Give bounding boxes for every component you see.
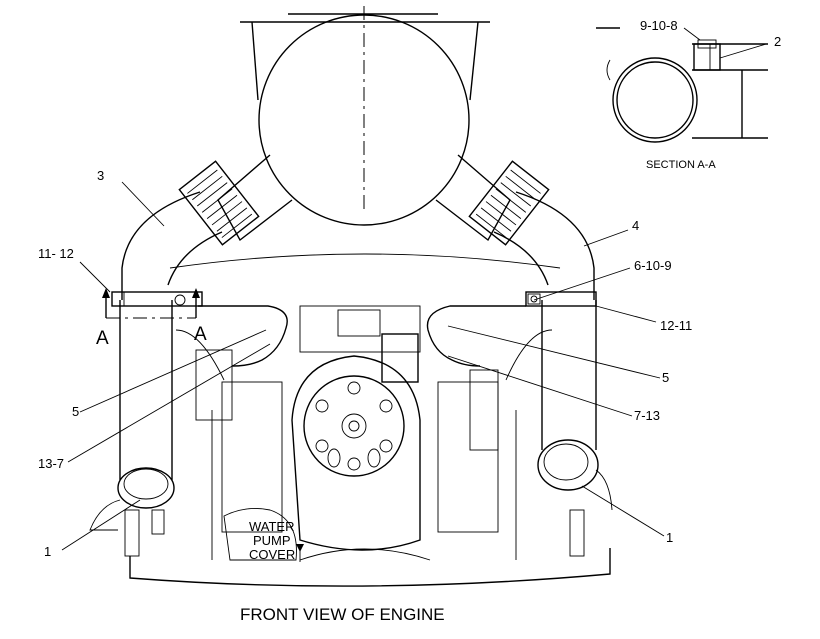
bracket-right	[426, 305, 526, 367]
section-mark-a-right: A	[194, 324, 207, 345]
clamp-band-left	[111, 291, 203, 307]
crankshaft-pulley	[291, 355, 421, 551]
section-mark-a-left: A	[96, 328, 109, 349]
diagram-title: FRONT VIEW OF ENGINE	[240, 605, 445, 624]
exhaust-muffler	[240, 6, 490, 226]
bracket-left	[198, 305, 288, 367]
water-pump-cover-line-2: PUMP	[253, 533, 291, 548]
callout-11-12: 11- 12	[38, 246, 74, 261]
water-pump-cover-line-3: COVER	[249, 547, 295, 562]
callout-9-10-8: 9-10-8	[640, 18, 678, 33]
callout-12-11: 12-11	[660, 318, 692, 333]
exhaust-elbow-left	[121, 154, 293, 300]
pipe-left	[89, 300, 175, 557]
callout-5-right: 5	[662, 370, 669, 385]
callout-3: 3	[97, 168, 104, 183]
water-pump-cover	[223, 508, 304, 562]
section-title: SECTION A-A	[646, 159, 716, 171]
callout-13-7: 13-7	[38, 456, 64, 471]
leader-lines	[61, 181, 665, 551]
callout-1-left: 1	[44, 544, 51, 559]
callout-4: 4	[632, 218, 639, 233]
callout-1-right: 1	[666, 530, 673, 545]
section-arrows	[102, 288, 200, 319]
pipe-right	[537, 300, 613, 557]
water-pump-cover-line-1: WATER	[249, 519, 295, 534]
exhaust-elbow-right	[435, 154, 595, 300]
section-detail	[596, 27, 768, 143]
engine-front	[129, 253, 611, 587]
callout-5-left: 5	[72, 404, 79, 419]
callout-7-13: 7-13	[634, 408, 660, 423]
callout-6-10-9: 6-10-9	[634, 258, 672, 273]
callout-2: 2	[774, 34, 781, 49]
callout-labels: 9-10-8 2 3 4 11- 12 6-10-9 12-11 A A 5 5…	[38, 18, 781, 624]
